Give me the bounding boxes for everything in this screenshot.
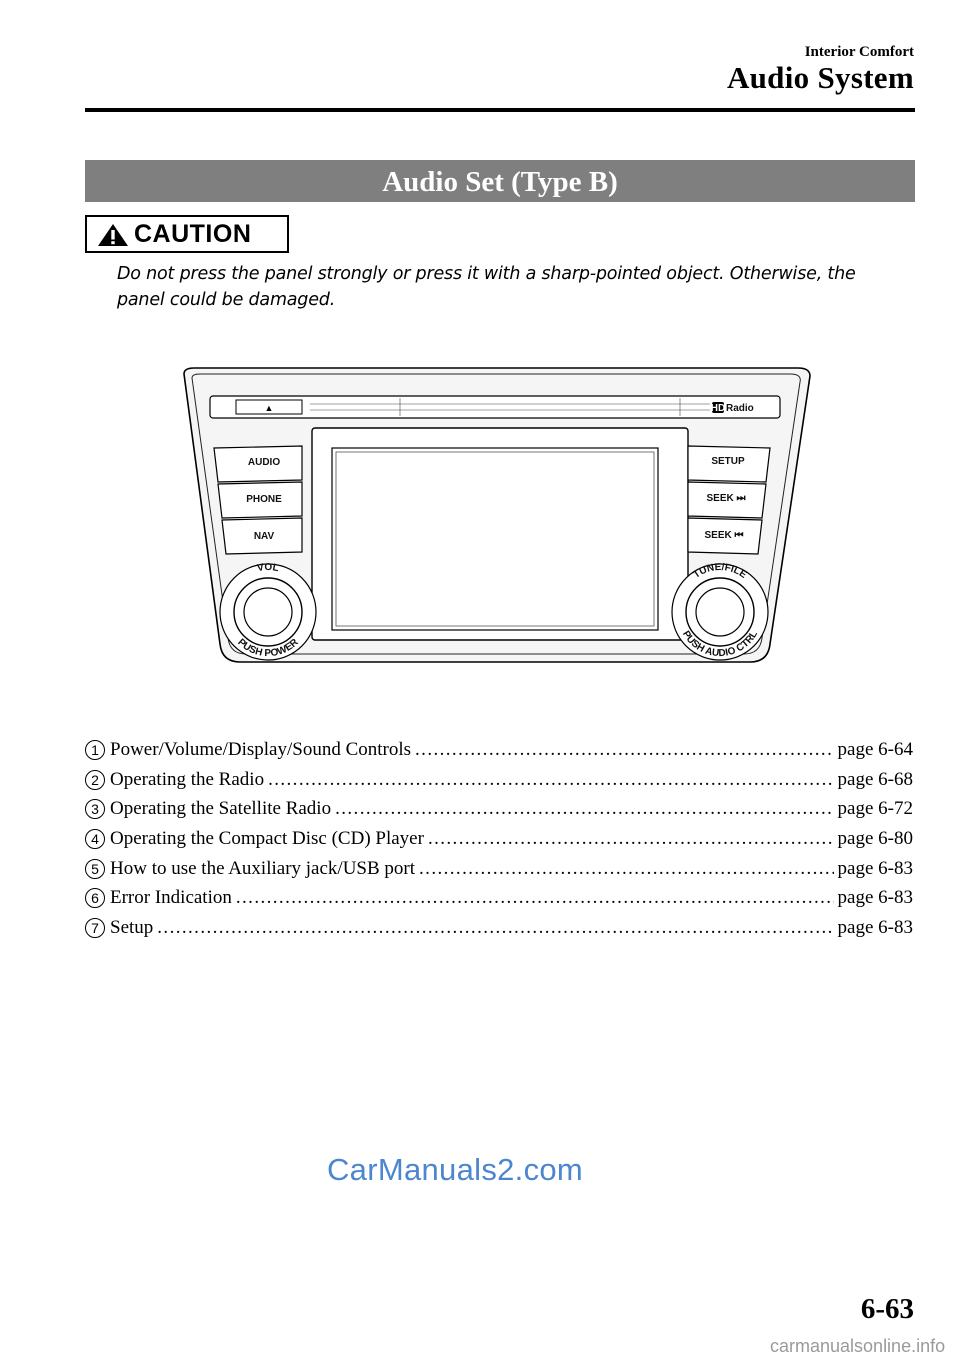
leader-dots	[419, 858, 834, 880]
toc-title: Operating the Satellite Radio	[110, 798, 332, 820]
toc-item[interactable]: 6 Error Indication page 6-83	[85, 883, 913, 913]
toc-title: How to use the Auxiliary jack/USB port	[110, 857, 416, 879]
audio-button-label: AUDIO	[248, 457, 280, 468]
page-number: 6-63	[860, 1293, 914, 1325]
section-title: Audio Set (Type B)	[85, 160, 915, 202]
volume-knob	[243, 587, 293, 637]
caution-box: CAUTION	[85, 215, 289, 253]
seek-back-button-label: SEEK ⏮	[704, 530, 743, 541]
header-chapter: Audio System	[726, 60, 914, 95]
leader-dots	[268, 769, 833, 791]
phone-button-label: PHONE	[246, 494, 282, 505]
unit-inner-frame	[191, 373, 801, 655]
header-rule	[85, 108, 915, 112]
leader-dots	[428, 828, 834, 850]
eject-symbol: ▲	[265, 403, 274, 413]
leader-dots	[415, 739, 834, 761]
toc-title: Operating the Radio	[110, 768, 265, 790]
item-number: 1	[85, 739, 105, 760]
hd-radio-label: Radio	[726, 403, 754, 414]
caution-label: CAUTION	[134, 220, 252, 248]
toc-item[interactable]: 2 Operating the Radio page 6-68	[85, 765, 913, 795]
watermark: CarManuals2.com	[327, 1152, 584, 1187]
seek-forward-button-label: SEEK ⏭	[706, 493, 745, 504]
setup-button-label: SETUP	[711, 456, 745, 467]
footer-site: carmanualsonline.info	[770, 1336, 946, 1356]
toc-page: page 6-83	[837, 857, 913, 879]
toc-item[interactable]: 3 Operating the Satellite Radio page 6-7…	[85, 794, 913, 824]
volume-label: VOL	[256, 562, 279, 574]
toc-title: Operating the Compact Disc (CD) Player	[110, 827, 424, 849]
hd-logo	[712, 402, 724, 413]
warning-icon	[98, 224, 128, 246]
toc-item[interactable]: 4 Operating the Compact Disc (CD) Player…	[85, 824, 913, 854]
toc-item[interactable]: 7 Setup page 6-83	[85, 913, 913, 943]
nav-button-label: NAV	[254, 531, 275, 542]
audio-unit-illustration: ▲ HD Radio AUDIO PHONE NAV SETUP SEEK ⏭ …	[183, 367, 811, 663]
toc-title: Error Indication	[110, 887, 232, 909]
tune-knob	[695, 587, 745, 637]
svg-text:HD: HD	[711, 403, 725, 414]
caution-text: Do not press the panel strongly or press…	[117, 264, 856, 310]
item-number: 5	[85, 858, 105, 879]
toc-title: Setup	[110, 916, 154, 938]
toc-page: page 6-72	[837, 798, 913, 820]
eject-button	[235, 399, 303, 415]
toc-item[interactable]: 1 Power/Volume/Display/Sound Controls pa…	[85, 735, 913, 765]
item-number: 7	[85, 917, 105, 938]
item-number: 2	[85, 769, 105, 790]
leader-dots	[236, 887, 834, 909]
svg-text:VOL: VOL	[256, 562, 279, 574]
item-number: 4	[85, 828, 105, 849]
toc-page: page 6-68	[837, 768, 913, 790]
toc-page: page 6-83	[837, 887, 913, 909]
leader-dots	[157, 917, 833, 939]
leader-dots	[335, 798, 833, 820]
toc-item[interactable]: 5 How to use the Auxiliary jack/USB port…	[85, 854, 913, 884]
item-number: 3	[85, 799, 105, 820]
display-screen	[331, 447, 659, 631]
toc-page: page 6-83	[837, 916, 913, 938]
toc-page: page 6-64	[837, 738, 913, 760]
item-number: 6	[85, 888, 105, 909]
contents-list: 1 Power/Volume/Display/Sound Controls pa…	[85, 735, 913, 943]
toc-page: page 6-80	[837, 827, 913, 849]
toc-title: Power/Volume/Display/Sound Controls	[110, 738, 412, 760]
header-section: Interior Comfort	[804, 44, 914, 60]
